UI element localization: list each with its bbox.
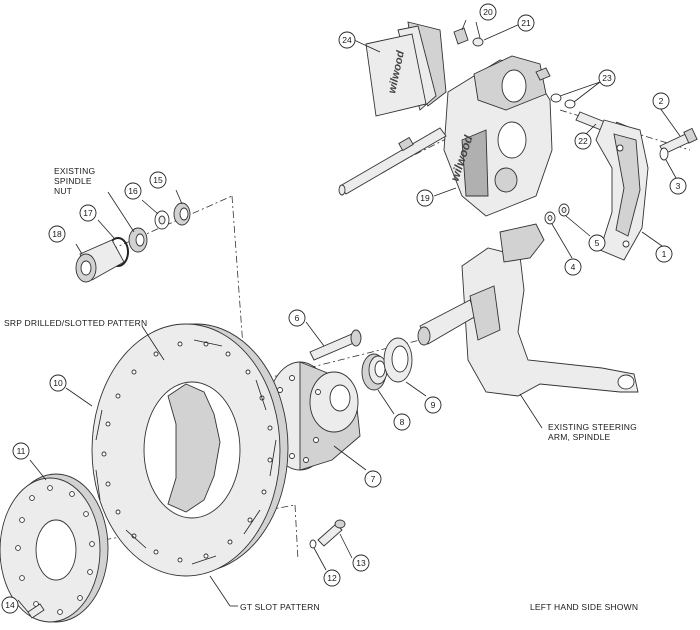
callout-5-text: 5 bbox=[595, 238, 600, 248]
callout-9-text: 9 bbox=[431, 400, 436, 410]
cap-fitting bbox=[472, 37, 484, 47]
shim-washers bbox=[550, 93, 576, 109]
callout-13-text: 13 bbox=[356, 558, 366, 568]
dust-cap bbox=[75, 239, 125, 283]
callout-6-text: 6 bbox=[295, 313, 300, 323]
callout-7-text: 7 bbox=[371, 474, 376, 484]
callout-17-text: 17 bbox=[83, 208, 93, 218]
callout-2-text: 2 bbox=[659, 96, 664, 106]
mounting-bracket bbox=[595, 119, 649, 261]
callout-18: 18 bbox=[48, 225, 66, 243]
callout-17: 17 bbox=[79, 204, 97, 222]
rotor-drill-holes bbox=[101, 341, 273, 563]
callout-1-text: 1 bbox=[662, 249, 667, 259]
callout-8: 8 bbox=[393, 413, 411, 431]
spacer-washer-5 bbox=[558, 203, 570, 217]
small-nut bbox=[535, 67, 551, 81]
grease-seal bbox=[383, 337, 413, 383]
callout-16-text: 16 bbox=[128, 186, 138, 196]
hat-screw bbox=[27, 603, 45, 619]
callout-18-text: 18 bbox=[52, 229, 62, 239]
spindle-washer bbox=[154, 210, 170, 230]
callout-22: 22 bbox=[574, 132, 592, 150]
existing-spindle-nut-label-line2: SPINDLE bbox=[54, 176, 92, 186]
callout-20-text: 20 bbox=[483, 7, 493, 17]
caliper: wilwood bbox=[443, 55, 553, 217]
callout-9: 9 bbox=[424, 396, 442, 414]
rotor-bolt-washer bbox=[309, 539, 317, 549]
callout-16: 16 bbox=[124, 182, 142, 200]
callout-3: 3 bbox=[669, 177, 687, 195]
caliper-pin bbox=[338, 127, 447, 196]
brake-pad: wilwood bbox=[365, 21, 447, 117]
callout-22-text: 22 bbox=[578, 136, 588, 146]
callout-14-text: 14 bbox=[5, 600, 15, 610]
callout-1: 1 bbox=[655, 245, 673, 263]
rotor-hat bbox=[0, 473, 109, 623]
callout-15-text: 15 bbox=[153, 175, 163, 185]
leader-lines bbox=[17, 21, 681, 613]
bracket-washer bbox=[659, 147, 669, 161]
callout-20: 20 bbox=[479, 3, 497, 21]
callout-4-text: 4 bbox=[571, 262, 576, 272]
callout-10: 10 bbox=[49, 374, 67, 392]
callout-23-text: 23 bbox=[602, 73, 612, 83]
callout-11-text: 11 bbox=[17, 446, 26, 456]
outer-bearing bbox=[173, 202, 191, 226]
spindle-nut bbox=[128, 227, 148, 253]
callout-13: 13 bbox=[352, 554, 370, 572]
existing-spindle-nut-label-line3: NUT bbox=[54, 186, 72, 196]
callout-19-text: 19 bbox=[420, 193, 430, 203]
hat-bolt-holes bbox=[15, 485, 95, 615]
rotor-bolt bbox=[317, 519, 346, 547]
callout-5: 5 bbox=[588, 234, 606, 252]
callout-7: 7 bbox=[364, 470, 382, 488]
rotor bbox=[91, 323, 289, 577]
callout-10-text: 10 bbox=[53, 378, 63, 388]
callout-21: 21 bbox=[517, 14, 535, 32]
callout-12-text: 12 bbox=[327, 573, 337, 583]
callout-15: 15 bbox=[149, 171, 167, 189]
callout-19: 19 bbox=[416, 189, 434, 207]
left-hand-side-label: LEFT HAND SIDE SHOWN bbox=[530, 602, 638, 612]
callout-14: 14 bbox=[1, 596, 19, 614]
existing-steering-label-line2: ARM, SPINDLE bbox=[548, 432, 611, 442]
callout-24: 24 bbox=[338, 31, 356, 49]
callout-12: 12 bbox=[323, 569, 341, 587]
rotor-slots bbox=[95, 339, 277, 565]
gt-slot-pattern-label: GT SLOT PATTERN bbox=[240, 602, 320, 612]
bleeder-screw bbox=[453, 19, 469, 45]
hub bbox=[265, 361, 361, 471]
callout-24-text: 24 bbox=[342, 35, 352, 45]
callout-6: 6 bbox=[288, 309, 306, 327]
callout-11: 11 bbox=[12, 442, 30, 460]
callout-23: 23 bbox=[598, 69, 616, 87]
existing-steering-label-line1: EXISTING STEERING bbox=[548, 422, 637, 432]
srp-pattern-label: SRP DRILLED/SLOTTED PATTERN bbox=[4, 318, 147, 328]
hub-stud bbox=[309, 329, 362, 361]
spacer-washer-4 bbox=[544, 211, 556, 225]
callout-4: 4 bbox=[564, 258, 582, 276]
spindle-steering-arm bbox=[417, 223, 639, 397]
callout-8-text: 8 bbox=[400, 417, 405, 427]
callout-21-text: 21 bbox=[521, 18, 531, 28]
inner-bearing bbox=[361, 353, 388, 391]
callout-3-text: 3 bbox=[676, 181, 681, 191]
existing-spindle-nut-label-line1: EXISTING bbox=[54, 166, 95, 176]
callout-2: 2 bbox=[652, 92, 670, 110]
